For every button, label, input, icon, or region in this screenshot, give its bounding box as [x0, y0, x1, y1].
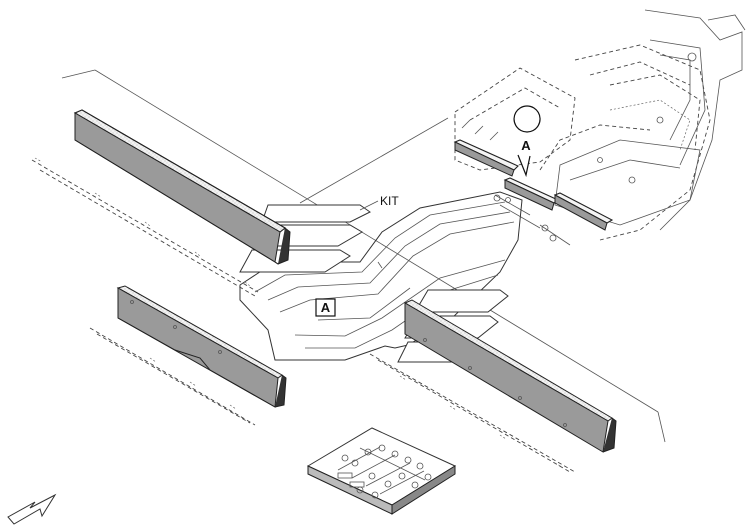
strip-lower-right: [403, 299, 617, 453]
strip-top-left: [73, 109, 291, 265]
strip-top-left-fasteners: [31, 157, 259, 297]
kit-label: KIT: [380, 194, 399, 208]
machine-frame: [454, 9, 746, 241]
callout-a-bubble: A: [513, 105, 541, 178]
direction-arrow: [7, 493, 57, 525]
strip-middle-left-fasteners: [89, 327, 256, 426]
kit-label-group: KIT: [359, 194, 399, 211]
callout-a-box-label: A: [321, 300, 331, 315]
reference-lines: [61, 69, 666, 443]
strip-middle-left: [116, 285, 287, 408]
callout-a-bubble-label: A: [521, 138, 531, 153]
installed-strips: [453, 139, 614, 246]
callout-a-box: A: [315, 298, 336, 317]
hardware-kit-tray: [306, 427, 457, 515]
strip-lower-right-fasteners: [369, 353, 576, 473]
